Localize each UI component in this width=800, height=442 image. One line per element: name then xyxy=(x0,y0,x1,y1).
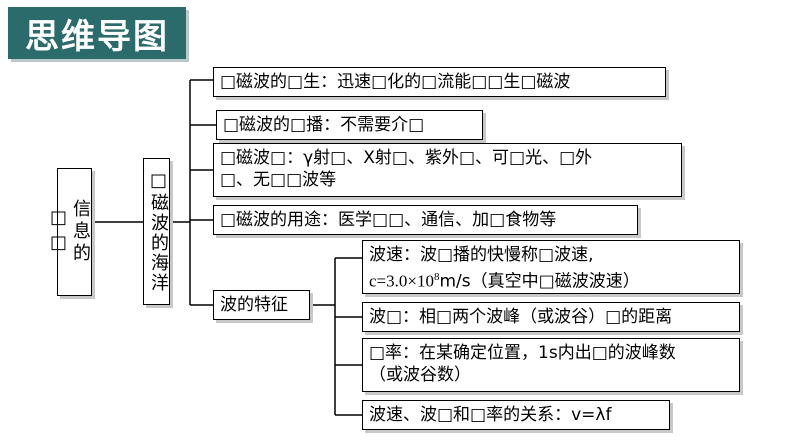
feature-frequency: □率：在某确定位置，1s内出□的波峰数 （或波谷数） xyxy=(362,338,740,392)
feature-relation-text: 波速、波□和□率的关系：v=λf xyxy=(369,405,612,425)
speed-formula-exponent: 8 xyxy=(433,271,440,283)
branch-uses: □磁波的用途：医学□□、通信、加□食物等 xyxy=(213,205,638,235)
branch-generation: □磁波的□生：迅速□化的□流能□□生□磁波 xyxy=(213,67,666,97)
center-node: □磁波的海洋 xyxy=(143,158,170,305)
feature-wave-speed-line2: c=3.0×108m/s（真空中□磁波波速） xyxy=(369,266,733,293)
feature-frequency-line1: □率：在某确定位置，1s内出□的波峰数 xyxy=(369,343,676,363)
branch-wave-features: 波的特征 xyxy=(213,290,310,320)
root-node: 信息的□□ xyxy=(48,168,92,296)
feature-relation: 波速、波□和□率的关系：v=λf xyxy=(362,400,670,430)
branch-propagation-text: □磁波的□播：不需要介□ xyxy=(223,115,425,135)
page-title: 思维导图 xyxy=(25,16,169,57)
feature-wave-speed: 波速：波□播的快慢称□波速, c=3.0×108m/s（真空中□磁波波速） xyxy=(362,240,740,294)
speed-formula-rest: m/s（真空中□磁波波速） xyxy=(439,271,640,292)
branch-spectrum-line1: □磁波□：γ射□、X射□、紫外□、可□光、□外 xyxy=(220,148,593,168)
center-node-label: □磁波的海洋 xyxy=(148,170,169,293)
branch-spectrum-line2: □、无□□波等 xyxy=(220,170,337,190)
speed-formula-base: c=3.0×10 xyxy=(369,271,434,291)
branch-wave-features-text: 波的特征 xyxy=(220,295,288,315)
branch-uses-text: □磁波的用途：医学□□、通信、加□食物等 xyxy=(220,210,557,230)
feature-wavelength-text: 波□：相□两个波峰（或波谷）□的距离 xyxy=(369,307,673,327)
branch-propagation: □磁波的□播：不需要介□ xyxy=(216,110,483,140)
branch-generation-text: □磁波的□生：迅速□化的□流能□□生□磁波 xyxy=(220,72,571,92)
feature-wavelength: 波□：相□两个波峰（或波谷）□的距离 xyxy=(362,302,740,332)
title-banner: 思维导图 xyxy=(8,7,186,59)
feature-wave-speed-line1: 波速：波□播的快慢称□波速, xyxy=(369,245,594,265)
feature-frequency-line2: （或波谷数） xyxy=(369,365,471,385)
branch-spectrum: □磁波□：γ射□、X射□、紫外□、可□光、□外 □、无□□波等 xyxy=(213,143,682,197)
root-node-label: 信息的□□ xyxy=(48,199,91,265)
